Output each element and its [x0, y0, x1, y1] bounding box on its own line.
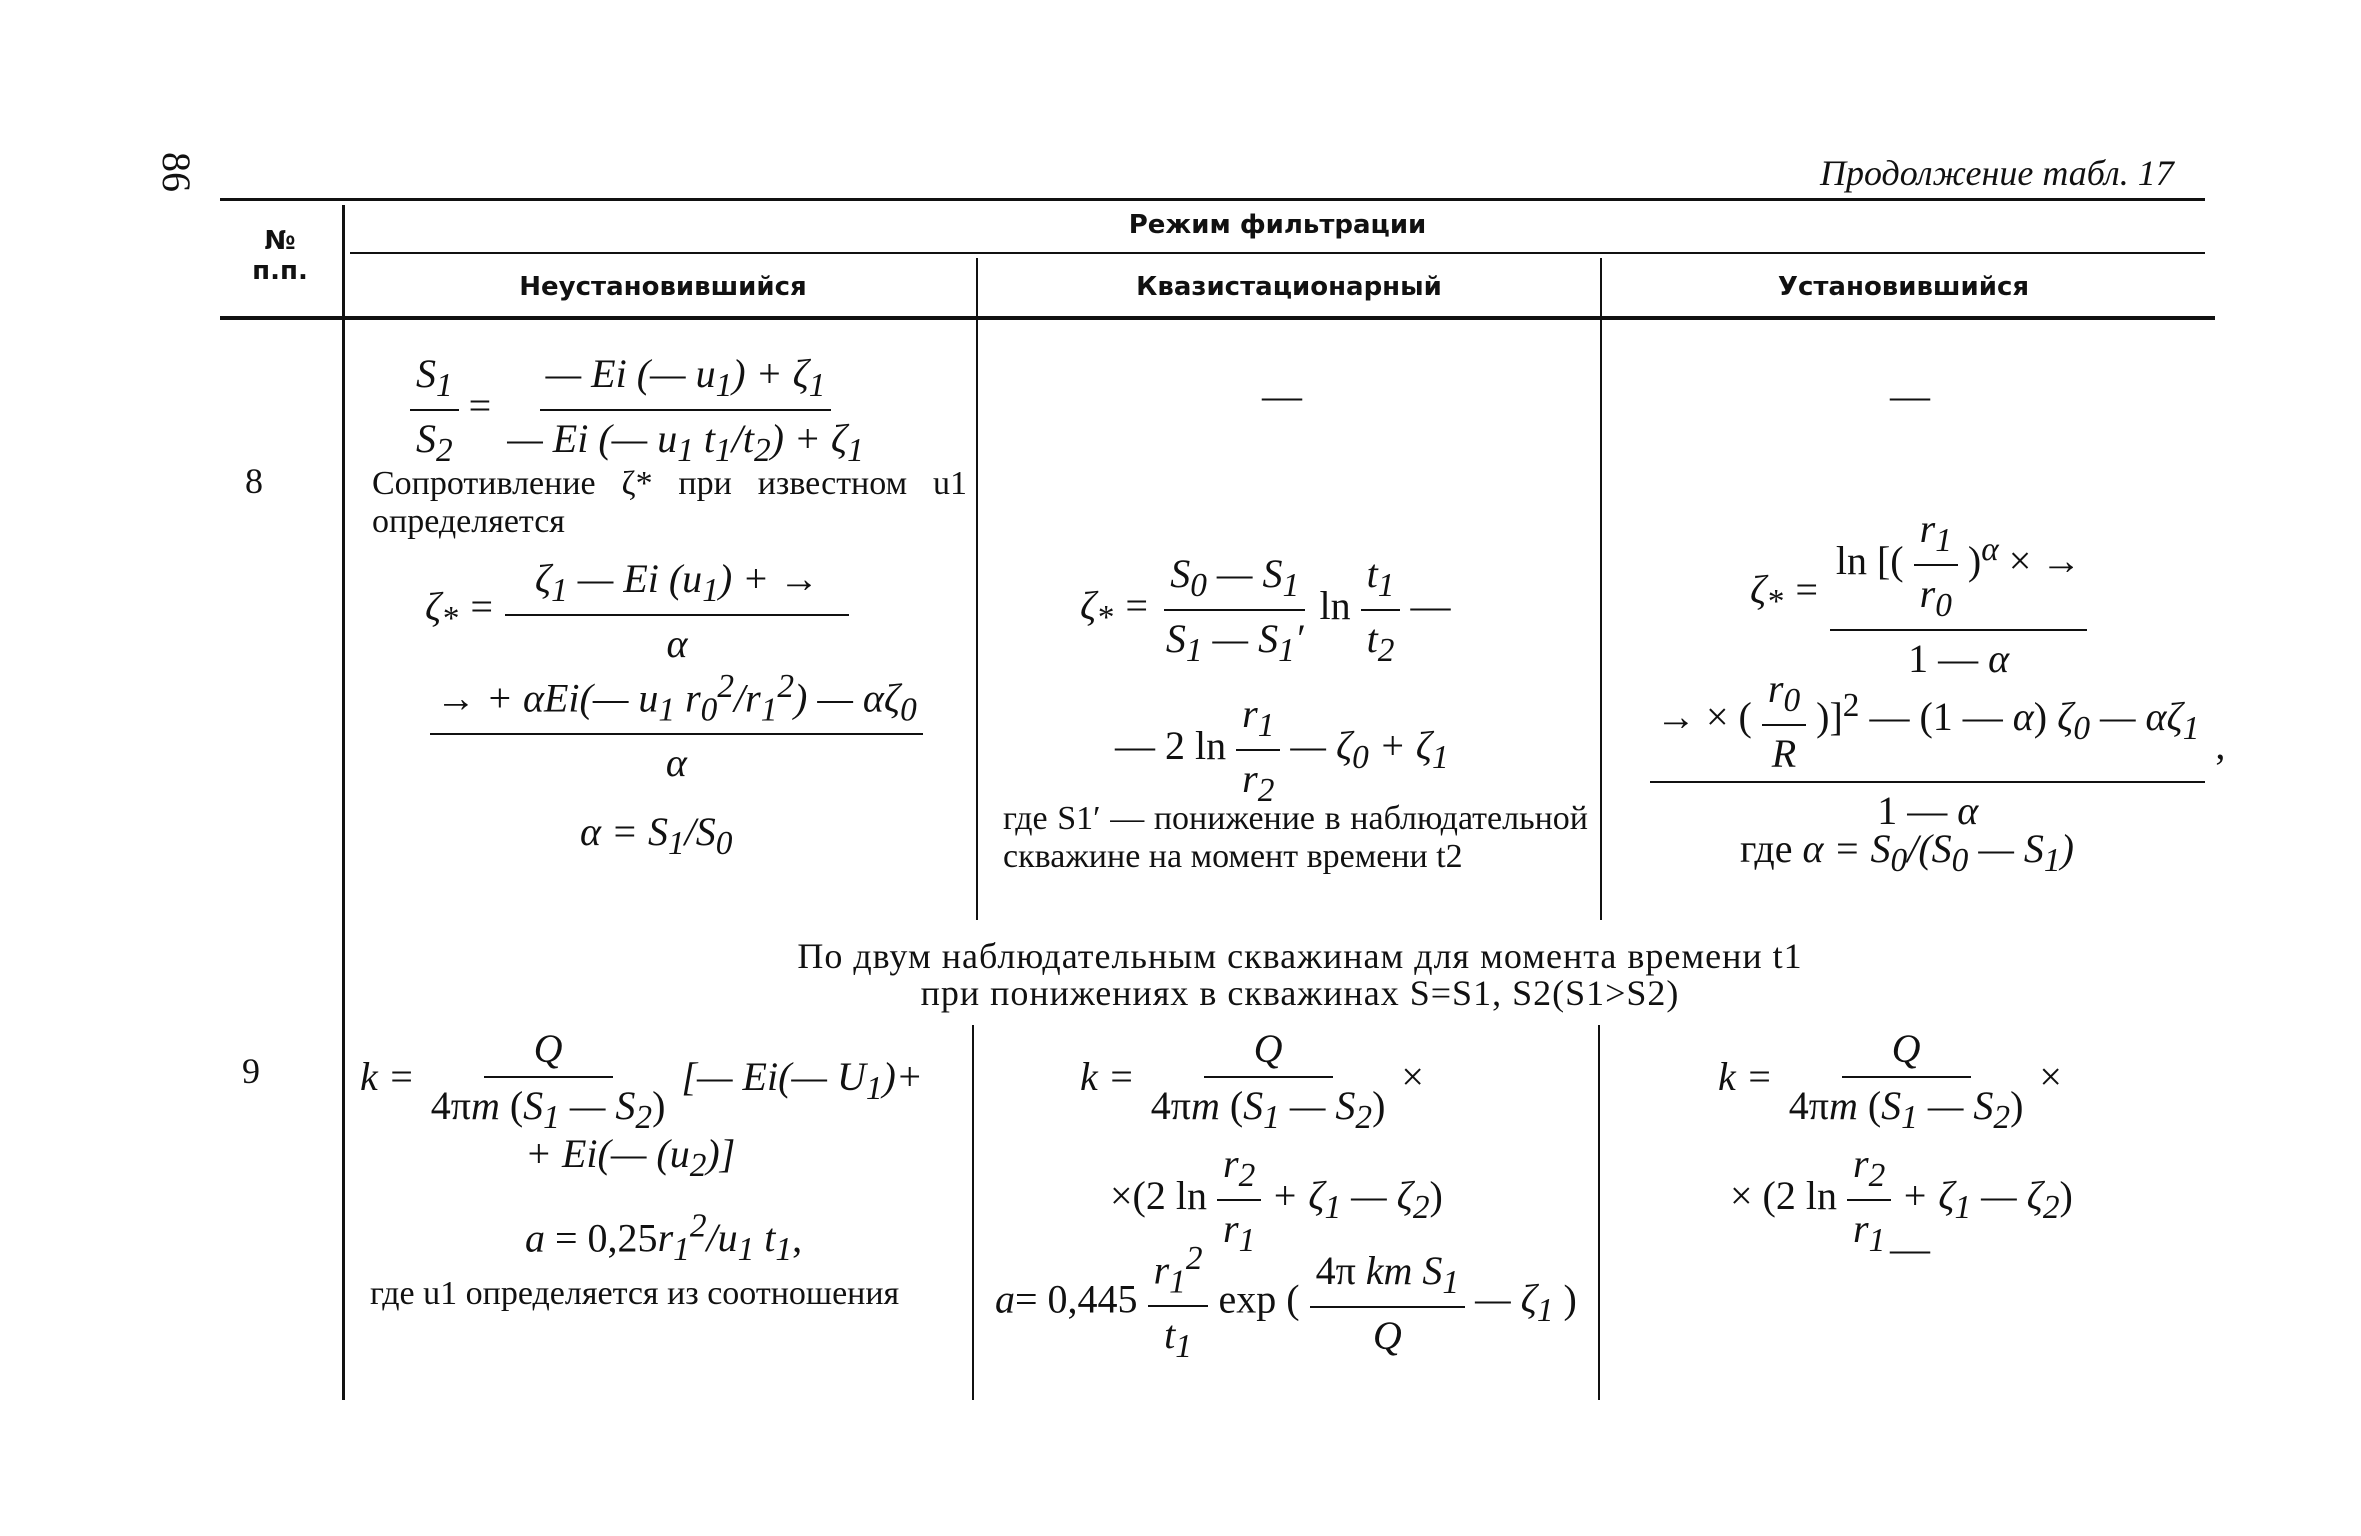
col-header-quasi: Квазистационарный [1136, 272, 1442, 302]
text-resistance-defined: Сопротивление ζ* при известном u1 опреде… [372, 465, 967, 540]
col-divider-1 [976, 258, 978, 316]
row9-section-title-line1: По двум наблюдательным скважинам для мом… [797, 936, 1803, 976]
page-number: 86 [154, 152, 199, 192]
formula-alpha-unsteady: α = S1/S0 [580, 809, 733, 862]
formula-zeta-unsteady-part1: ζ* = ζ1 — Ei (u1) + →α [425, 555, 850, 667]
row9-section-title-line2: при понижениях в скважинах S=S1, S2(S1>S… [920, 973, 1680, 1013]
row8-divider-2 [1600, 320, 1602, 920]
row8-steady-dash: — [1890, 373, 1930, 418]
row9-steady-dash: — [1890, 1226, 1930, 1271]
row-number-8: 8 [245, 461, 263, 501]
formula-a-unsteady: a = 0,25r12/u1 t1, [525, 1208, 803, 1269]
group-header: Режим фильтрации [1128, 210, 1427, 240]
group-header-rule [350, 252, 2205, 254]
row8-divider-1 [976, 320, 978, 920]
col-divider-2 [1600, 258, 1602, 316]
note-unsteady-u1: где u1 определяется из соотношения [370, 1275, 900, 1312]
col-header-steady: Установившийся [1777, 272, 2030, 302]
formula-k-unsteady-line2: + Ei(— (u2)] [525, 1131, 736, 1184]
row-number-9: 9 [242, 1051, 260, 1091]
col-divider-num [342, 205, 345, 1400]
row8-quasi-dash: — [1262, 373, 1302, 418]
continuation-caption: Продолжение табл. 17 [1820, 153, 2174, 193]
col-header-unsteady: Неустановившийся [519, 272, 807, 302]
col-num-header: № п.п. [252, 226, 308, 286]
formula-alpha-steady: где α = S0/(S0 — S1) [1740, 826, 2074, 879]
note-quasi-s1-prime: где S1′ — понижение в наблюдательной скв… [1003, 800, 1588, 875]
row9-divider-2 [1598, 1025, 1600, 1400]
table-top-rule [220, 198, 2205, 201]
header-bottom-rule [220, 316, 2215, 320]
row9-divider-1 [972, 1025, 974, 1400]
